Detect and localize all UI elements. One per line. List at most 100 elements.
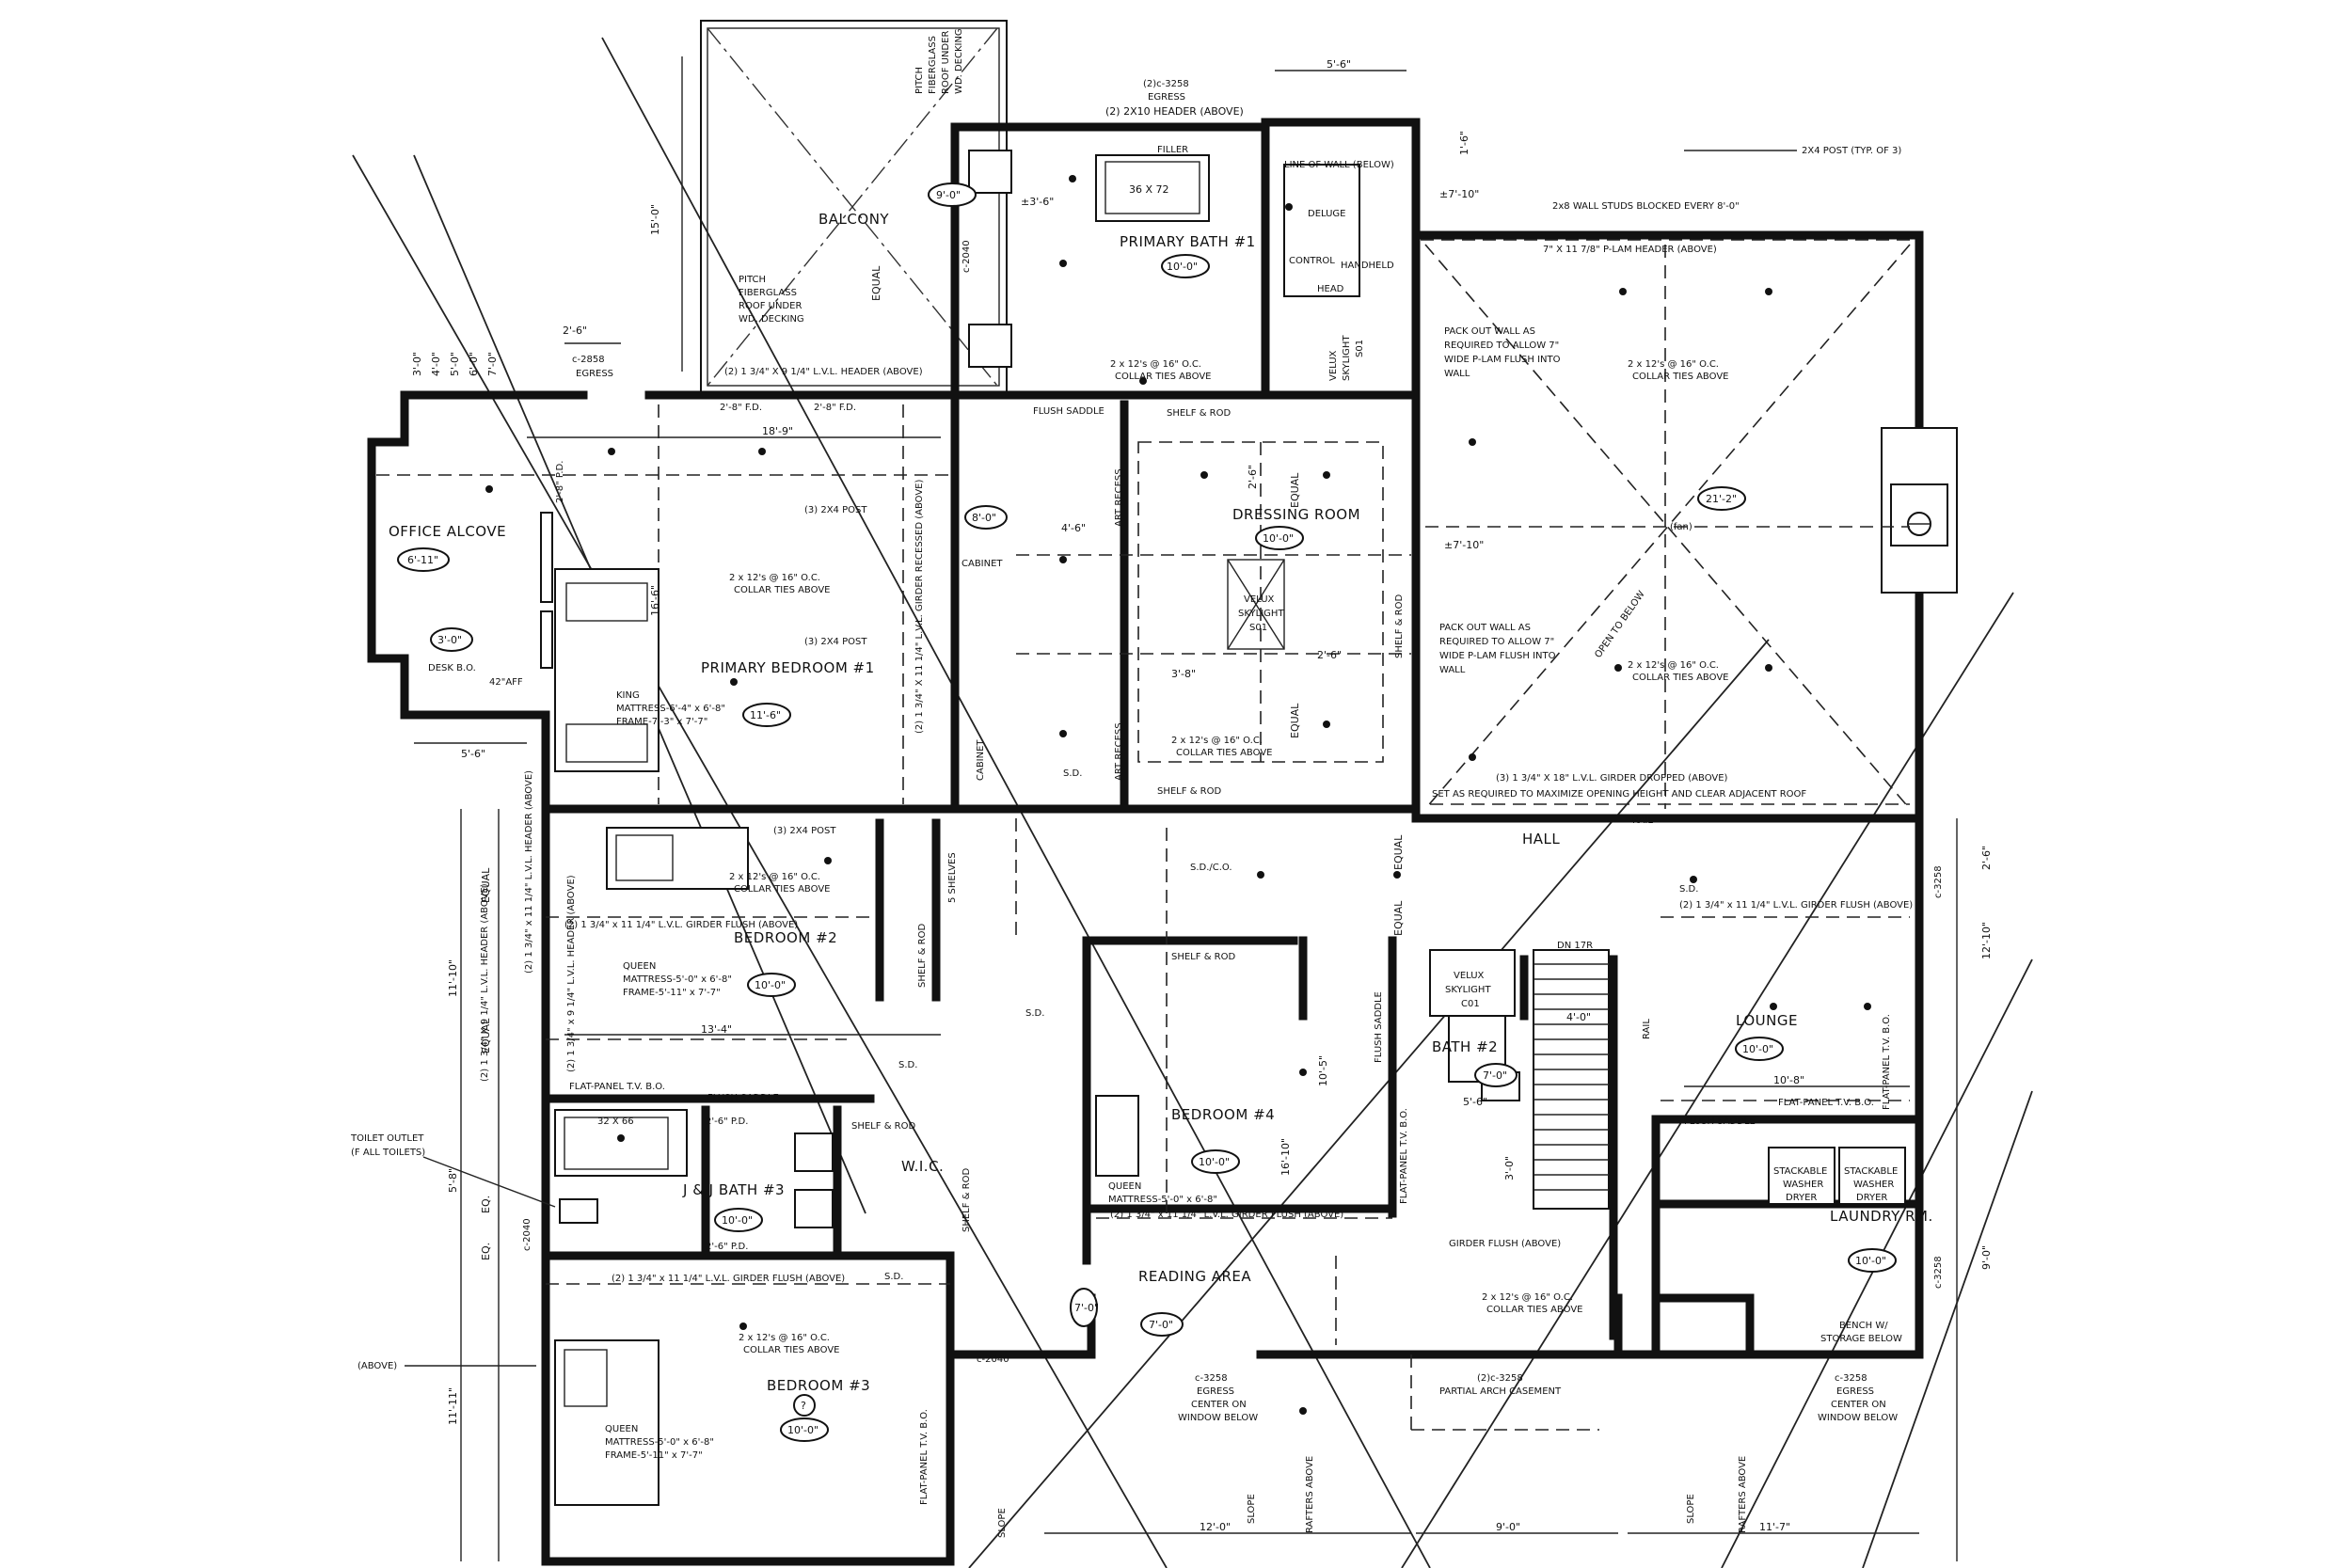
svg-text:LINE OF WALL (BELOW): LINE OF WALL (BELOW): [1284, 160, 1394, 170]
svg-text:10'-0": 10'-0": [722, 1214, 753, 1227]
svg-text:STACKABLE: STACKABLE: [1773, 1166, 1827, 1177]
svg-text:PACK OUT WALL AS: PACK OUT WALL AS: [1444, 326, 1535, 337]
svg-text:SLOPE: SLOPE: [997, 1508, 1008, 1538]
svg-text:FRAME-5'-11" x 7'-7": FRAME-5'-11" x 7'-7": [605, 1450, 703, 1461]
svg-text:WIDE P-LAM FLUSH INTO: WIDE P-LAM FLUSH INTO: [1444, 355, 1561, 365]
svg-text:WALL: WALL: [1444, 369, 1470, 379]
svg-text:WASHER: WASHER: [1853, 1180, 1894, 1190]
svg-text:ART RECESS: ART RECESS: [1114, 468, 1124, 527]
room-reading-area: READING AREA: [1138, 1268, 1251, 1285]
svg-text:(2) 2X10 HEADER (ABOVE): (2) 2X10 HEADER (ABOVE): [1105, 105, 1244, 118]
room-wic: W.I.C.: [901, 1158, 944, 1175]
svg-text:5'-0": 5'-0": [449, 352, 461, 376]
svg-text:c-3258: c-3258: [1835, 1373, 1867, 1384]
svg-text:10'-0": 10'-0": [1167, 261, 1198, 273]
svg-text:(2) 1 3/4" x 11 1/4" L.V.L. GI: (2) 1 3/4" x 11 1/4" L.V.L. GIRDER FLUSH…: [1679, 900, 1913, 911]
svg-text:(F ALL TOILETS): (F ALL TOILETS): [351, 1148, 425, 1158]
svg-text:FLAT-PANEL T.V. B.O.: FLAT-PANEL T.V. B.O.: [919, 1409, 930, 1505]
svg-text:2'-8" F.D.: 2'-8" F.D.: [720, 403, 762, 413]
svg-text:(3) 2X4 POST: (3) 2X4 POST: [773, 826, 836, 836]
svg-text:VELUX: VELUX: [1454, 971, 1485, 981]
fixtures: [554, 150, 1906, 1228]
svg-text:2x8 WALL STUDS BLOCKED EVERY 8: 2x8 WALL STUDS BLOCKED EVERY 8'-0": [1552, 201, 1740, 212]
svg-text:(2) 1 3/4" X 9 1/4" L.V.L. HEA: (2) 1 3/4" X 9 1/4" L.V.L. HEADER (ABOVE…: [724, 367, 923, 377]
svg-text:6'-11": 6'-11": [407, 554, 438, 566]
ceiling-height-tags: 9'-0" 10'-0" 6'-11" 3'-0" 11'-6" 8'-0" 1…: [397, 182, 1897, 1442]
svg-text:RAFTERS ABOVE: RAFTERS ABOVE: [1738, 1456, 1748, 1533]
svg-text:FIBERGLASS: FIBERGLASS: [739, 288, 797, 298]
svg-text:11'-11": 11'-11": [447, 1387, 459, 1425]
svg-text:STORAGE BELOW: STORAGE BELOW: [1820, 1334, 1902, 1344]
dimension-lines: [414, 56, 1958, 1561]
dressing-room-lines: [1016, 441, 1411, 763]
svg-text:(2) 1 3/4" x 11 1/4" L.V.L. GI: (2) 1 3/4" x 11 1/4" L.V.L. GIRDER FLUSH…: [564, 920, 798, 930]
svg-text:9'-0": 9'-0": [1496, 1521, 1520, 1533]
svg-text:10'-0": 10'-0": [1263, 532, 1294, 545]
svg-text:4'-6": 4'-6": [1061, 522, 1086, 534]
svg-text:(2) 1 3/4" x 9 1/4" L.V.L. HEA: (2) 1 3/4" x 9 1/4" L.V.L. HEADER (ABOVE…: [566, 875, 577, 1072]
svg-text:(2) 1 3/4" x 11 1/4" L.V.L. GI: (2) 1 3/4" x 11 1/4" L.V.L. GIRDER FLUSH…: [1110, 1210, 1343, 1220]
svg-text:2'-6": 2'-6": [1317, 649, 1342, 661]
room-laundry: LAUNDRY RM.: [1830, 1208, 1933, 1225]
svg-text:COLLAR TIES ABOVE: COLLAR TIES ABOVE: [1632, 673, 1728, 683]
room-balcony: BALCONY: [818, 211, 889, 228]
svg-text:(2) 1 3/4" X 9 1/4" L.V.L. HEA: (2) 1 3/4" X 9 1/4" L.V.L. HEADER (ABOVE…: [480, 883, 490, 1082]
svg-text:4'-0": 4'-0": [1566, 1011, 1591, 1023]
svg-text:5'-6": 5'-6": [461, 748, 485, 760]
room-primary-bath: PRIMARY BATH #1: [1120, 233, 1256, 250]
svg-text:KING: KING: [616, 690, 640, 701]
svg-text:DRYER: DRYER: [1786, 1193, 1817, 1203]
svg-text:WINDOW BELOW: WINDOW BELOW: [1178, 1413, 1258, 1423]
svg-text:SHELF & ROD: SHELF & ROD: [1394, 594, 1405, 658]
svg-text:c-2040: c-2040: [977, 1354, 1009, 1365]
svg-text:EGRESS: EGRESS: [1148, 92, 1185, 103]
svg-text:CENTER ON: CENTER ON: [1191, 1400, 1247, 1410]
svg-text:S01: S01: [1355, 340, 1365, 357]
svg-text:SHELF & ROD: SHELF & ROD: [961, 1168, 972, 1232]
svg-text:7'-0": 7'-0": [1483, 1069, 1507, 1082]
room-bedroom4: BEDROOM #4: [1171, 1106, 1275, 1123]
svg-text:OPEN TO BELOW: OPEN TO BELOW: [1593, 589, 1646, 659]
svg-text:MATTRESS-5'-0" x 6'-8": MATTRESS-5'-0" x 6'-8": [623, 974, 732, 985]
svg-text:FIBERGLASS: FIBERGLASS: [928, 36, 938, 94]
svg-text:EQ.: EQ.: [480, 1196, 492, 1213]
svg-text:2'-6": 2'-6": [1247, 465, 1259, 489]
svg-text:13'-4": 13'-4": [701, 1023, 732, 1036]
svg-text:VELUX: VELUX: [1328, 350, 1339, 381]
svg-text:42"AFF: 42"AFF: [489, 677, 523, 688]
svg-text:COLLAR TIES ABOVE: COLLAR TIES ABOVE: [743, 1345, 839, 1355]
svg-text:12'-0": 12'-0": [1200, 1521, 1231, 1533]
svg-text:10'-0": 10'-0": [1199, 1156, 1230, 1168]
svg-text:2 x 12's @ 16" O.C.: 2 x 12's @ 16" O.C.: [1171, 736, 1263, 746]
svg-text:18'-9": 18'-9": [762, 425, 793, 437]
svg-text:6'-0": 6'-0": [468, 352, 480, 376]
svg-text:3'-8": 3'-8": [1171, 668, 1196, 680]
svg-text:ROOF UNDER: ROOF UNDER: [941, 31, 951, 94]
svg-text:11'-7": 11'-7": [1759, 1521, 1790, 1533]
notes: (2)c-3258 EGRESS (2) 2X10 HEADER (ABOVE)…: [350, 28, 1944, 1538]
svg-text:S01: S01: [1249, 623, 1267, 633]
svg-text:CABINET: CABINET: [961, 559, 1003, 569]
svg-text:5'-8": 5'-8": [447, 1168, 459, 1193]
svg-text:EGRESS: EGRESS: [1197, 1386, 1234, 1397]
svg-text:QUEEN: QUEEN: [1108, 1181, 1141, 1192]
svg-text:STACKABLE: STACKABLE: [1844, 1166, 1898, 1177]
svg-text:SLOPE: SLOPE: [1686, 1494, 1696, 1524]
svg-text:WINDOW BELOW: WINDOW BELOW: [1818, 1413, 1898, 1423]
svg-text:HANDHELD: HANDHELD: [1341, 261, 1394, 271]
svg-text:10'-0": 10'-0": [1855, 1255, 1886, 1267]
svg-text:DN 17R: DN 17R: [1557, 941, 1593, 951]
svg-text:2'-8" P.D.: 2'-8" P.D.: [555, 461, 565, 503]
svg-text:FLUSH SADDLE: FLUSH SADDLE: [1684, 1117, 1756, 1127]
svg-text:COLLAR TIES ABOVE: COLLAR TIES ABOVE: [1632, 372, 1728, 382]
room-bath2: BATH #2: [1432, 1038, 1498, 1055]
svg-text:16'-6": 16'-6": [649, 585, 661, 616]
svg-text:12'-10": 12'-10": [1980, 922, 1993, 959]
svg-text:11'-10": 11'-10": [447, 959, 459, 997]
svg-text:C01: C01: [1461, 999, 1480, 1009]
svg-text:9'-0": 9'-0": [1980, 1245, 1993, 1270]
svg-text:FILLER: FILLER: [1157, 145, 1188, 155]
svg-text:(2)c-3258: (2)c-3258: [1143, 79, 1189, 89]
svg-text:REQUIRED TO ALLOW 7": REQUIRED TO ALLOW 7": [1439, 637, 1554, 647]
